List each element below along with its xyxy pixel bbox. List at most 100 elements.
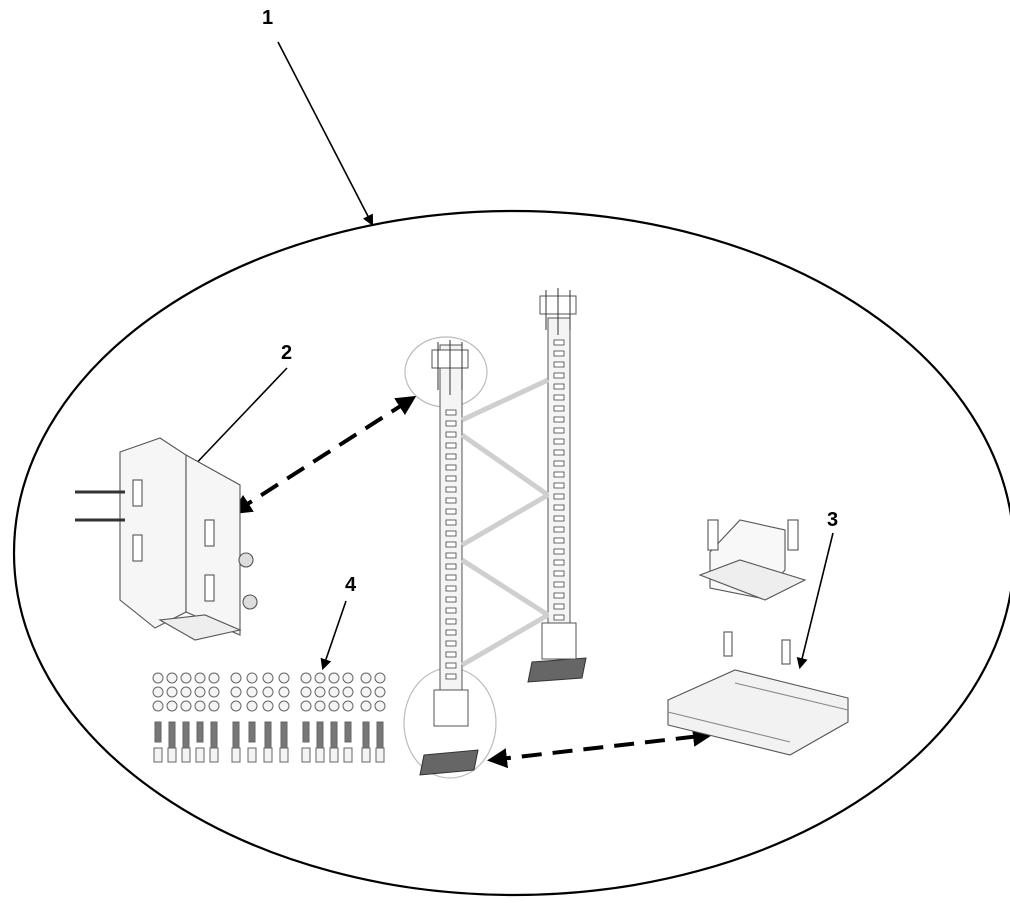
post-hole xyxy=(445,497,457,504)
post-hole xyxy=(553,537,565,544)
post-hole xyxy=(553,449,565,456)
nut xyxy=(343,747,353,763)
post-hole xyxy=(445,596,457,603)
washer xyxy=(342,700,354,712)
post-hole xyxy=(553,350,565,357)
callout-label-3: 3 xyxy=(827,509,839,531)
post-hole xyxy=(553,614,565,621)
bolt xyxy=(344,721,352,743)
nut xyxy=(195,747,205,763)
post-hole xyxy=(445,563,457,570)
washer xyxy=(374,700,386,712)
dashed-arrow-top xyxy=(231,395,417,515)
nut xyxy=(181,747,191,763)
post-hole xyxy=(553,460,565,467)
washer xyxy=(300,686,312,698)
post-hole xyxy=(445,574,457,581)
washer xyxy=(374,672,386,684)
post-hole xyxy=(553,482,565,489)
leader-line-2 xyxy=(186,367,288,474)
washer xyxy=(360,686,372,698)
nut xyxy=(301,747,311,763)
nut xyxy=(209,747,219,763)
washer xyxy=(246,700,258,712)
post-hole xyxy=(445,607,457,614)
post-hole xyxy=(553,383,565,390)
post-hole xyxy=(553,526,565,533)
washer xyxy=(246,686,258,698)
post-hole xyxy=(553,592,565,599)
washer xyxy=(328,672,340,684)
bolt xyxy=(362,721,370,749)
washer xyxy=(246,672,258,684)
washer xyxy=(342,686,354,698)
bolt xyxy=(248,721,256,743)
post-hole xyxy=(553,372,565,379)
washer xyxy=(360,672,372,684)
upright-frame xyxy=(419,288,587,776)
callout-label-1: 1 xyxy=(262,7,274,29)
washer xyxy=(152,672,164,684)
dashed-arrow-bottom xyxy=(487,726,713,769)
column-bracket xyxy=(75,437,258,641)
hardware-kit xyxy=(152,672,386,763)
nut xyxy=(329,747,339,763)
post-hole xyxy=(445,530,457,537)
nut xyxy=(231,747,241,763)
post-hole xyxy=(553,339,565,346)
nut xyxy=(153,747,163,763)
washer xyxy=(314,700,326,712)
washer xyxy=(180,686,192,698)
post-hole xyxy=(445,431,457,438)
washer xyxy=(300,700,312,712)
post-hole xyxy=(445,453,457,460)
washer xyxy=(152,700,164,712)
post-holes xyxy=(445,339,565,680)
washer xyxy=(374,686,386,698)
post-hole xyxy=(445,420,457,427)
post-hole xyxy=(445,519,457,526)
post-hole xyxy=(445,651,457,658)
callout-label-4: 4 xyxy=(345,574,357,596)
post-hole xyxy=(445,442,457,449)
washer xyxy=(230,686,242,698)
post-hole xyxy=(553,394,565,401)
post-hole xyxy=(445,486,457,493)
washer xyxy=(166,700,178,712)
post-hole xyxy=(553,559,565,566)
post-hole xyxy=(445,409,457,416)
bolt xyxy=(154,721,162,743)
post-hole xyxy=(553,570,565,577)
post-hole xyxy=(553,471,565,478)
post-hole xyxy=(445,475,457,482)
post-hole xyxy=(553,504,565,511)
washer xyxy=(278,672,290,684)
bolt xyxy=(302,721,310,743)
post-hole xyxy=(553,581,565,588)
washer xyxy=(230,672,242,684)
bolt xyxy=(168,721,176,749)
post-hole xyxy=(445,662,457,669)
post-hole xyxy=(445,541,457,548)
nut xyxy=(167,747,177,763)
post-hole xyxy=(553,548,565,555)
washer xyxy=(180,672,192,684)
washer xyxy=(194,686,206,698)
nut xyxy=(361,747,371,763)
post-hole xyxy=(553,416,565,423)
washer xyxy=(166,686,178,698)
washer xyxy=(262,686,274,698)
post-hole xyxy=(553,405,565,412)
nut xyxy=(279,747,289,763)
washer xyxy=(278,700,290,712)
nut xyxy=(247,747,257,763)
post-hole xyxy=(445,585,457,592)
leader-line-3 xyxy=(796,532,834,670)
bolt xyxy=(196,721,204,743)
post-hole xyxy=(553,515,565,522)
washer xyxy=(360,700,372,712)
leader-line-1 xyxy=(277,41,374,226)
post-hole xyxy=(445,673,457,680)
